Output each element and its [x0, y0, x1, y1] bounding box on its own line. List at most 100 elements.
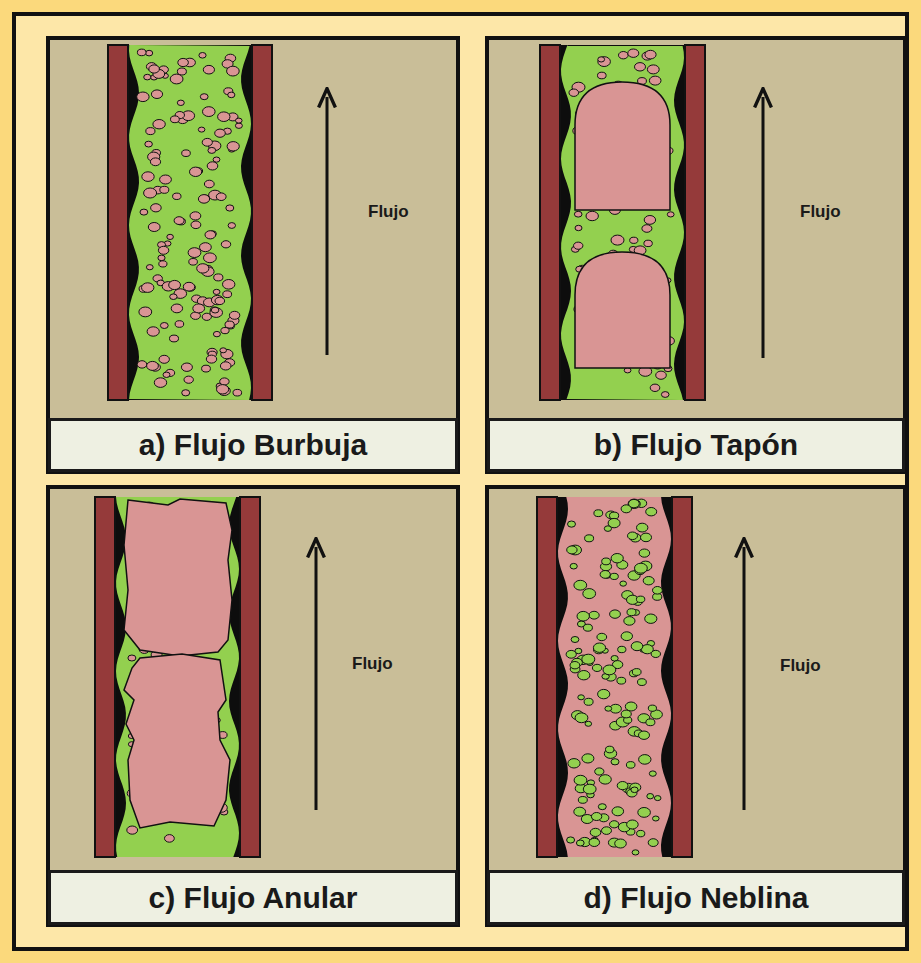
bubble	[632, 669, 641, 676]
bubble	[649, 76, 661, 85]
bubble	[203, 65, 214, 74]
bubble	[153, 120, 165, 129]
bubble	[181, 363, 192, 371]
pipe-wall	[685, 45, 705, 400]
bubble	[167, 234, 174, 239]
bubble	[223, 280, 235, 290]
bubble	[582, 754, 594, 763]
bubble	[227, 66, 240, 76]
bubble	[648, 705, 656, 711]
bubble	[615, 839, 627, 848]
bubble	[210, 308, 223, 318]
bubble	[650, 384, 660, 391]
bubble	[629, 499, 640, 507]
bubble	[620, 581, 627, 586]
bubble	[170, 335, 179, 342]
bubble	[574, 211, 582, 217]
bubble	[578, 695, 585, 700]
bubble	[139, 307, 152, 317]
bubble	[158, 255, 165, 261]
bubble	[228, 92, 235, 98]
bubble	[630, 237, 638, 243]
flow-label: Flujo	[780, 656, 821, 676]
bubble	[182, 390, 190, 396]
bubble	[207, 162, 218, 170]
bubble	[585, 721, 592, 726]
gas-slug	[575, 82, 670, 210]
bubble	[583, 784, 596, 794]
bubble	[235, 123, 242, 128]
bubble	[142, 283, 154, 293]
caption-box: b) Flujo Tapón	[487, 418, 905, 472]
bubble	[574, 580, 587, 590]
bubble	[639, 755, 651, 765]
bubble	[612, 807, 624, 816]
flow-label: Flujo	[368, 202, 409, 222]
bubble	[632, 850, 639, 855]
bubble	[618, 646, 626, 652]
pipe-wall	[108, 45, 128, 400]
bubble	[197, 264, 209, 273]
bubble	[160, 175, 172, 184]
bubble	[577, 611, 589, 621]
pipe-wall	[540, 45, 560, 400]
bubble	[621, 632, 632, 641]
bubble	[600, 571, 610, 579]
bubble	[202, 138, 212, 146]
bubble	[628, 49, 639, 57]
bubble	[624, 617, 635, 626]
bubble	[653, 816, 660, 821]
bubble	[215, 129, 226, 137]
bubble	[189, 259, 198, 266]
bubble	[661, 392, 669, 398]
bubble	[567, 837, 575, 843]
bubble	[566, 650, 576, 658]
bubble	[177, 100, 184, 105]
bubble	[594, 510, 603, 517]
bubble	[213, 289, 220, 294]
bubble	[146, 50, 153, 56]
bubble	[144, 74, 151, 80]
bubble	[169, 280, 181, 289]
bubble	[645, 50, 656, 59]
bubble	[626, 762, 635, 769]
pipe-wall	[537, 497, 557, 857]
bubble	[598, 804, 606, 810]
bubble	[137, 361, 147, 368]
caption-box: a) Flujo Burbuja	[48, 418, 458, 472]
bubble	[144, 188, 157, 198]
caption-text: b) Flujo Tapón	[594, 428, 798, 462]
bubble	[598, 72, 607, 79]
bubble	[627, 820, 639, 829]
bubble	[163, 372, 170, 377]
bubble	[200, 243, 212, 252]
pipe-bore	[540, 45, 705, 400]
bubble	[171, 304, 182, 313]
bubble	[639, 549, 650, 557]
pipe-wall	[240, 497, 260, 857]
bubble	[228, 223, 235, 229]
caption-text: c) Flujo Anular	[149, 881, 358, 915]
bubble	[599, 775, 611, 784]
bubble	[611, 235, 624, 245]
bubble	[571, 637, 579, 643]
bubble	[595, 768, 604, 775]
bubble	[644, 216, 655, 225]
bubble	[627, 609, 636, 616]
bubble	[184, 376, 193, 383]
bubble	[606, 746, 614, 753]
flow-label: Flujo	[352, 654, 393, 674]
bubble	[217, 385, 229, 394]
fluid	[561, 45, 684, 400]
bubble	[236, 118, 243, 123]
bubble	[610, 573, 618, 579]
bubble	[170, 294, 177, 300]
bubble	[649, 771, 656, 776]
bubble	[611, 759, 619, 765]
bubble	[218, 112, 230, 122]
bubble	[173, 193, 181, 199]
bubble	[638, 679, 647, 686]
bubble	[603, 665, 616, 675]
bubble	[137, 92, 149, 102]
bubble	[647, 794, 654, 799]
